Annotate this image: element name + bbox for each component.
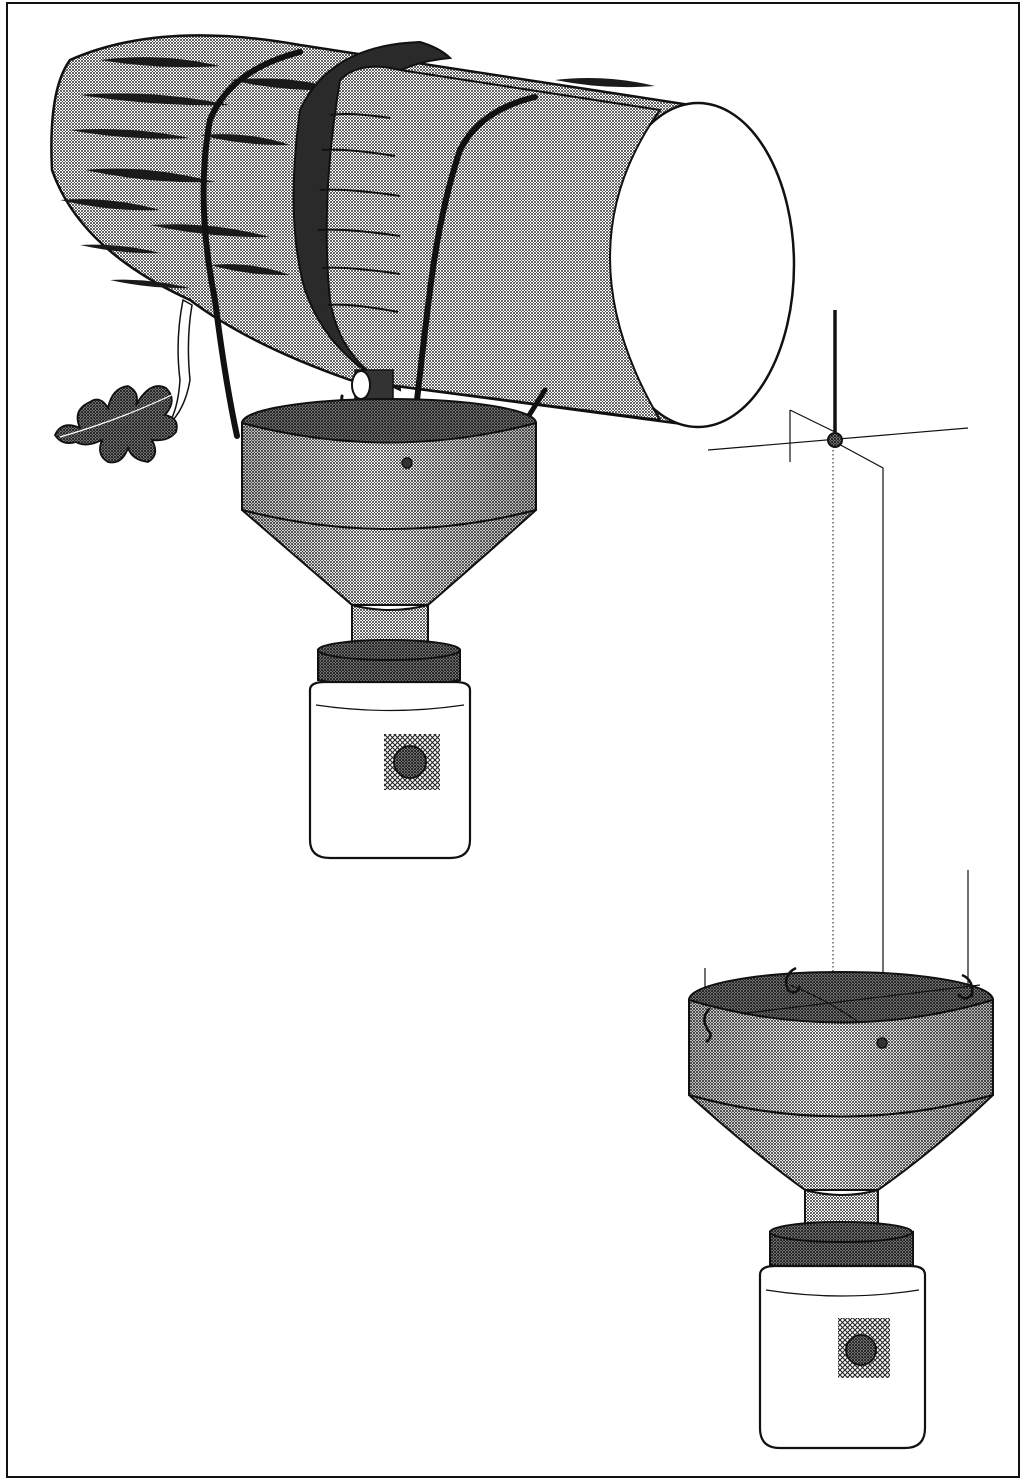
figure-frame [6, 2, 1020, 1478]
hook-icon [703, 966, 974, 1043]
hanging-trap-jar [758, 1264, 927, 1450]
swivel-knot [827, 432, 843, 448]
mesh-vent-icon [838, 1318, 890, 1378]
funnel-rivet [876, 1037, 888, 1049]
mesh-vent-icon [384, 734, 440, 790]
outlet-tube [351, 369, 394, 401]
oak-leaf-icon [53, 385, 179, 464]
hanging-trap-funnel [688, 966, 994, 1273]
trunk-trap-funnel [241, 398, 537, 688]
trunk-trap-jar [308, 680, 472, 860]
funnel-rivet [401, 457, 413, 469]
bark-strip [167, 298, 193, 426]
hanging-rigging [704, 310, 969, 1035]
log-front-segment [317, 65, 662, 422]
